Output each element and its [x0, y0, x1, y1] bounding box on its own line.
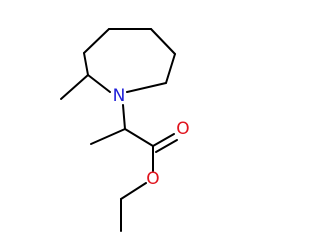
bond-ester-oxygen-ch2 — [120, 182, 147, 200]
atom-carbonyl-oxygen: O — [176, 119, 189, 139]
bond-ring-7 — [83, 28, 110, 54]
bond-alpha-methyl — [90, 128, 126, 145]
bond-ring-2 — [150, 28, 176, 55]
bond-n-alpha-carbon — [122, 104, 126, 130]
molecule-structure: N O O — [60, 28, 190, 232]
bond-carbonyl-double-1 — [152, 133, 175, 147]
bond-ring-5 — [87, 74, 111, 93]
ester-oxygen-label: O — [146, 169, 159, 189]
bond-ring-4 — [126, 82, 167, 93]
nitrogen-label: N — [113, 86, 126, 106]
bond-carbonyl-double-2 — [155, 139, 178, 153]
bond-ring-3 — [165, 53, 176, 84]
carbonyl-oxygen-label: O — [176, 119, 189, 139]
bond-ring-methyl — [60, 74, 89, 100]
azepane-ring — [83, 28, 176, 93]
bond-alpha-carbonyl — [124, 128, 154, 147]
bond-ring-6 — [83, 52, 89, 76]
atom-nitrogen: N — [113, 86, 126, 106]
atom-ester-oxygen: O — [146, 169, 159, 189]
